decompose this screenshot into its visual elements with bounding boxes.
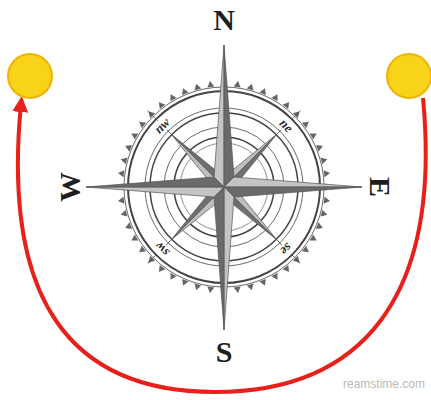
compass-west: W (55, 172, 85, 202)
compass-north: N (213, 5, 235, 35)
compass-star (86, 45, 362, 330)
compass-east: E (365, 177, 395, 197)
sun-east (387, 54, 431, 98)
sun-path-arrow (18, 98, 426, 392)
watermark: reamstime.com (343, 378, 425, 390)
sun-west (8, 54, 52, 98)
compass-south: S (216, 337, 233, 367)
